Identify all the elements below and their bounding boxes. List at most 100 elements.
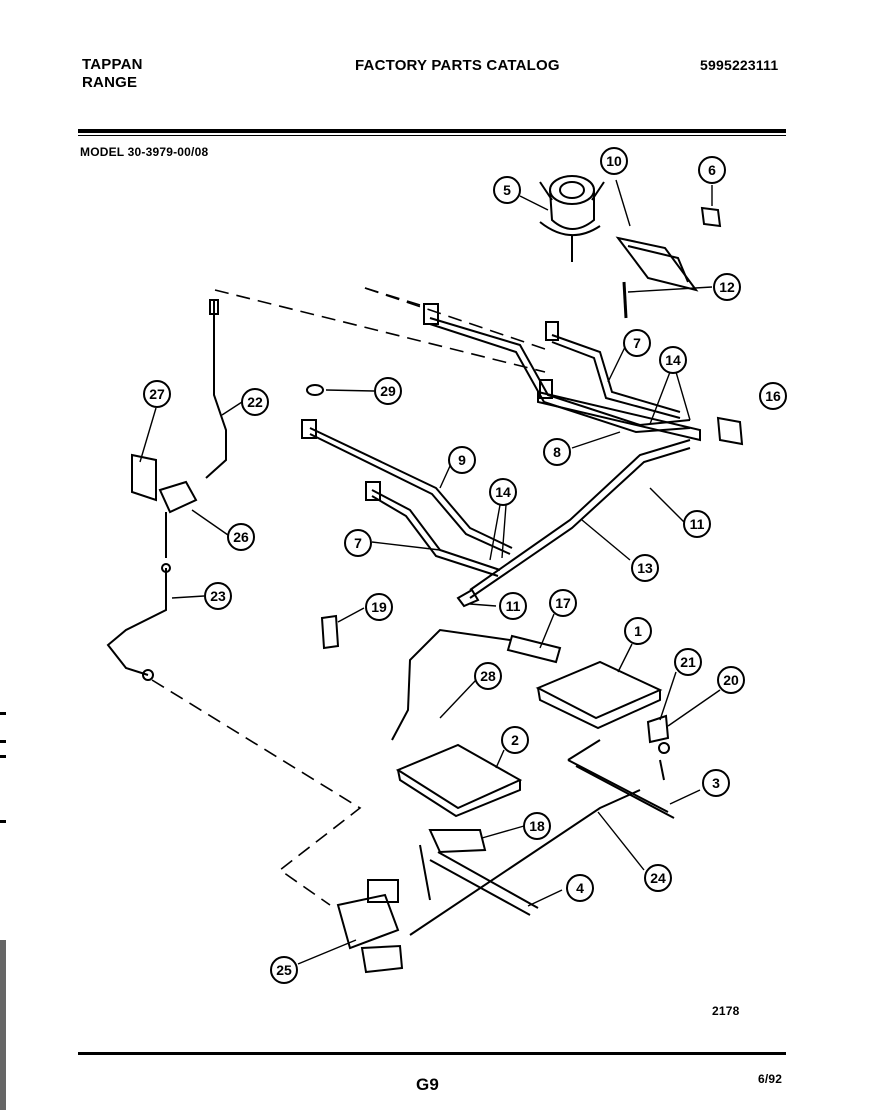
upper-gas-tubes xyxy=(423,303,701,442)
callout-12: 12 xyxy=(713,273,741,301)
callout-number: 3 xyxy=(712,775,720,791)
callout-25: 25 xyxy=(270,956,298,984)
callout-circle xyxy=(623,329,651,357)
callout-circle xyxy=(631,554,659,582)
dashed-assembly-lines xyxy=(151,287,549,906)
callout-circle xyxy=(523,812,551,840)
callout-circle xyxy=(698,156,726,184)
callout-26: 26 xyxy=(227,523,255,551)
part-2-broil-burner xyxy=(395,743,523,818)
callout-number: 13 xyxy=(637,560,653,576)
callout-circle xyxy=(344,529,372,557)
callout-circle xyxy=(659,346,687,374)
callout-17: 17 xyxy=(549,589,577,617)
callout-23: 23 xyxy=(204,582,232,610)
part-17-igniter xyxy=(391,628,562,741)
part-6-clip xyxy=(700,206,722,228)
callout-circle xyxy=(566,874,594,902)
callout-number: 14 xyxy=(495,484,511,500)
part-4-pipe xyxy=(419,844,539,916)
callout-number: 2 xyxy=(511,732,519,748)
callout-circle xyxy=(493,176,521,204)
callout-number: 12 xyxy=(719,279,735,295)
part-19-knob xyxy=(320,614,340,650)
callout-number: 10 xyxy=(606,153,622,169)
callout-number: 7 xyxy=(354,535,362,551)
part-1-oven-burner xyxy=(535,660,663,730)
callout-5: 5 xyxy=(493,176,521,204)
callout-7: 7 xyxy=(623,329,651,357)
part-16-bracket xyxy=(716,416,744,446)
callout-27: 27 xyxy=(143,380,171,408)
catalog-title: FACTORY PARTS CATALOG xyxy=(355,57,560,74)
callout-18: 18 xyxy=(523,812,551,840)
callout-number: 4 xyxy=(576,880,584,896)
callout-6: 6 xyxy=(698,156,726,184)
drawing-number: 2178 xyxy=(712,1004,740,1018)
callout-number: 16 xyxy=(765,388,781,404)
callout-number: 19 xyxy=(371,599,387,615)
callout-circle xyxy=(644,864,672,892)
callout-circle xyxy=(759,382,787,410)
catalog-part-number: 5995223111 xyxy=(700,57,779,73)
part-20-nut xyxy=(658,742,670,754)
callout-number: 7 xyxy=(633,335,641,351)
callout-circle xyxy=(702,769,730,797)
callout-leaders xyxy=(139,179,721,965)
part-13-main-pipe xyxy=(456,439,691,608)
callout-circle xyxy=(683,510,711,538)
header-rule-thin xyxy=(78,135,786,136)
callout-22: 22 xyxy=(241,388,269,416)
revision-date: 6/92 xyxy=(758,1072,783,1086)
callout-circle xyxy=(448,446,476,474)
part-23-tube xyxy=(106,563,171,681)
callout-29: 29 xyxy=(374,377,402,405)
callout-circle xyxy=(600,147,628,175)
callout-number: 28 xyxy=(480,668,496,684)
callout-circle xyxy=(713,273,741,301)
callout-number: 21 xyxy=(680,654,696,670)
callout-3: 3 xyxy=(702,769,730,797)
callout-21: 21 xyxy=(674,648,702,676)
callout-circle xyxy=(227,523,255,551)
page-number: G9 xyxy=(416,1075,440,1094)
part-7-lower-tube xyxy=(365,481,501,577)
part-26-safety-valve xyxy=(158,480,198,558)
callout-7: 7 xyxy=(344,529,372,557)
callout-number: 18 xyxy=(529,818,545,834)
callout-circle xyxy=(674,648,702,676)
callout-14: 14 xyxy=(659,346,687,374)
callout-circle xyxy=(474,662,502,690)
callout-circle xyxy=(374,377,402,405)
callout-11: 11 xyxy=(499,592,527,620)
callout-14: 14 xyxy=(489,478,517,506)
part-18-bracket xyxy=(428,829,487,854)
part-12-screw xyxy=(622,281,628,319)
callout-2: 2 xyxy=(501,726,529,754)
callout-4: 4 xyxy=(566,874,594,902)
callout-circle xyxy=(549,589,577,617)
part-21-bracket xyxy=(646,714,670,744)
part-9-tube xyxy=(301,419,513,555)
callout-circle xyxy=(499,592,527,620)
callout-number: 27 xyxy=(149,386,165,402)
callout-16: 16 xyxy=(759,382,787,410)
callout-8: 8 xyxy=(543,438,571,466)
callout-number: 6 xyxy=(708,162,716,178)
callout-circle xyxy=(241,388,269,416)
callout-number: 22 xyxy=(247,394,263,410)
header-rule xyxy=(78,129,786,133)
callout-11: 11 xyxy=(683,510,711,538)
callout-20: 20 xyxy=(717,666,745,694)
callout-number: 1 xyxy=(634,623,642,639)
brand-line-2: RANGE xyxy=(82,74,138,91)
callout-number: 20 xyxy=(723,672,739,688)
callout-circle xyxy=(489,478,517,506)
scan-edge-marks xyxy=(0,712,6,1110)
callout-circle xyxy=(717,666,745,694)
callout-number: 9 xyxy=(458,452,466,468)
part-10-bracket xyxy=(615,236,699,292)
